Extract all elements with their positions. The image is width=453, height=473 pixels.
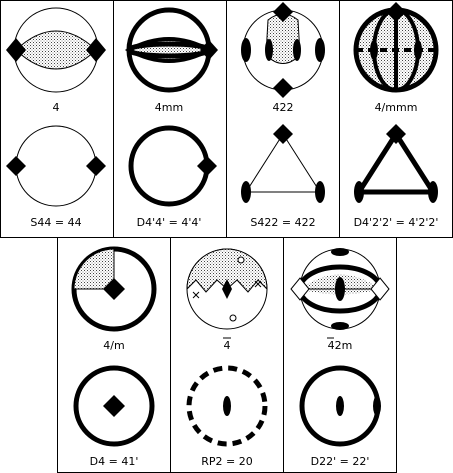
ellipse-icon xyxy=(336,396,344,416)
label-d4-4: D4'4' = 4'4' xyxy=(137,216,202,229)
diamond-icon xyxy=(86,38,106,62)
diamond-icon xyxy=(86,156,106,176)
ellipse-icon xyxy=(414,40,422,60)
diamond-icon xyxy=(273,78,293,98)
stereogram-bar-42m xyxy=(290,248,390,330)
ellipse-icon xyxy=(373,396,381,416)
label-bar-4: 4 xyxy=(224,339,231,352)
stereogram-4mm xyxy=(124,7,218,93)
ellipse-icon xyxy=(315,181,325,203)
ellipse-icon xyxy=(223,396,231,416)
diamond-icon xyxy=(386,124,406,144)
stereogram-d22 xyxy=(299,365,381,447)
label-4: 4 xyxy=(53,101,60,114)
stereogram-4 xyxy=(6,7,106,93)
ellipse-icon xyxy=(265,39,273,61)
ellipse-icon xyxy=(331,248,349,256)
stereogram-rp2 xyxy=(186,365,268,447)
stereogram-422 xyxy=(241,2,325,98)
circle-icon xyxy=(229,314,237,322)
label-d4-2-2: D4'2'2' = 4'2'2' xyxy=(354,216,439,229)
cross-icon xyxy=(192,291,200,299)
stereogram-s422 xyxy=(241,124,325,203)
diamond-icon xyxy=(273,2,293,22)
ellipse-icon xyxy=(241,38,251,62)
label-4mm: 4mm xyxy=(155,101,183,114)
diamond-icon xyxy=(200,40,218,60)
circle-icon xyxy=(237,256,245,264)
ellipse-icon xyxy=(428,181,438,203)
diamond-icon xyxy=(370,277,390,301)
diamond-icon xyxy=(6,38,26,62)
diamond-icon xyxy=(103,278,125,300)
ellipse-icon xyxy=(335,277,345,301)
label-bar-42m: 42m xyxy=(328,339,353,352)
stereogram-d4-4 xyxy=(128,125,217,207)
ellipse-icon xyxy=(331,322,349,330)
label-422: 422 xyxy=(273,101,294,114)
stereogram-d4-2-2 xyxy=(354,124,438,203)
diamond-icon xyxy=(386,2,406,22)
diamond-icon xyxy=(103,395,125,417)
ellipse-icon xyxy=(241,181,251,203)
stereogram-s44 xyxy=(6,125,106,207)
label-s44: S44 = 44 xyxy=(30,216,81,229)
label-4-mmm: 4/mmm xyxy=(375,101,418,114)
stereogram-d4 xyxy=(73,365,155,447)
ellipse-icon xyxy=(315,38,325,62)
stereogram-bar-4 xyxy=(186,248,268,330)
label-d4: D4 = 41' xyxy=(90,455,139,468)
label-s422: S422 = 422 xyxy=(250,216,315,229)
ellipse-icon xyxy=(293,39,301,61)
stereogram-4-mmm xyxy=(353,2,439,93)
diamond-icon xyxy=(273,124,293,144)
label-d22: D22' = 22' xyxy=(311,455,370,468)
ellipse-icon xyxy=(370,40,378,60)
label-4-m: 4/m xyxy=(103,339,124,352)
stereogram-4-m xyxy=(71,246,157,332)
label-rp2: RP2 = 20 xyxy=(201,455,252,468)
diamond-icon xyxy=(290,277,310,301)
diamond-icon xyxy=(6,156,26,176)
diamond-icon xyxy=(197,156,217,176)
ellipse-icon xyxy=(354,181,364,203)
cross-icon xyxy=(254,280,262,288)
diamond-icon xyxy=(222,279,232,299)
